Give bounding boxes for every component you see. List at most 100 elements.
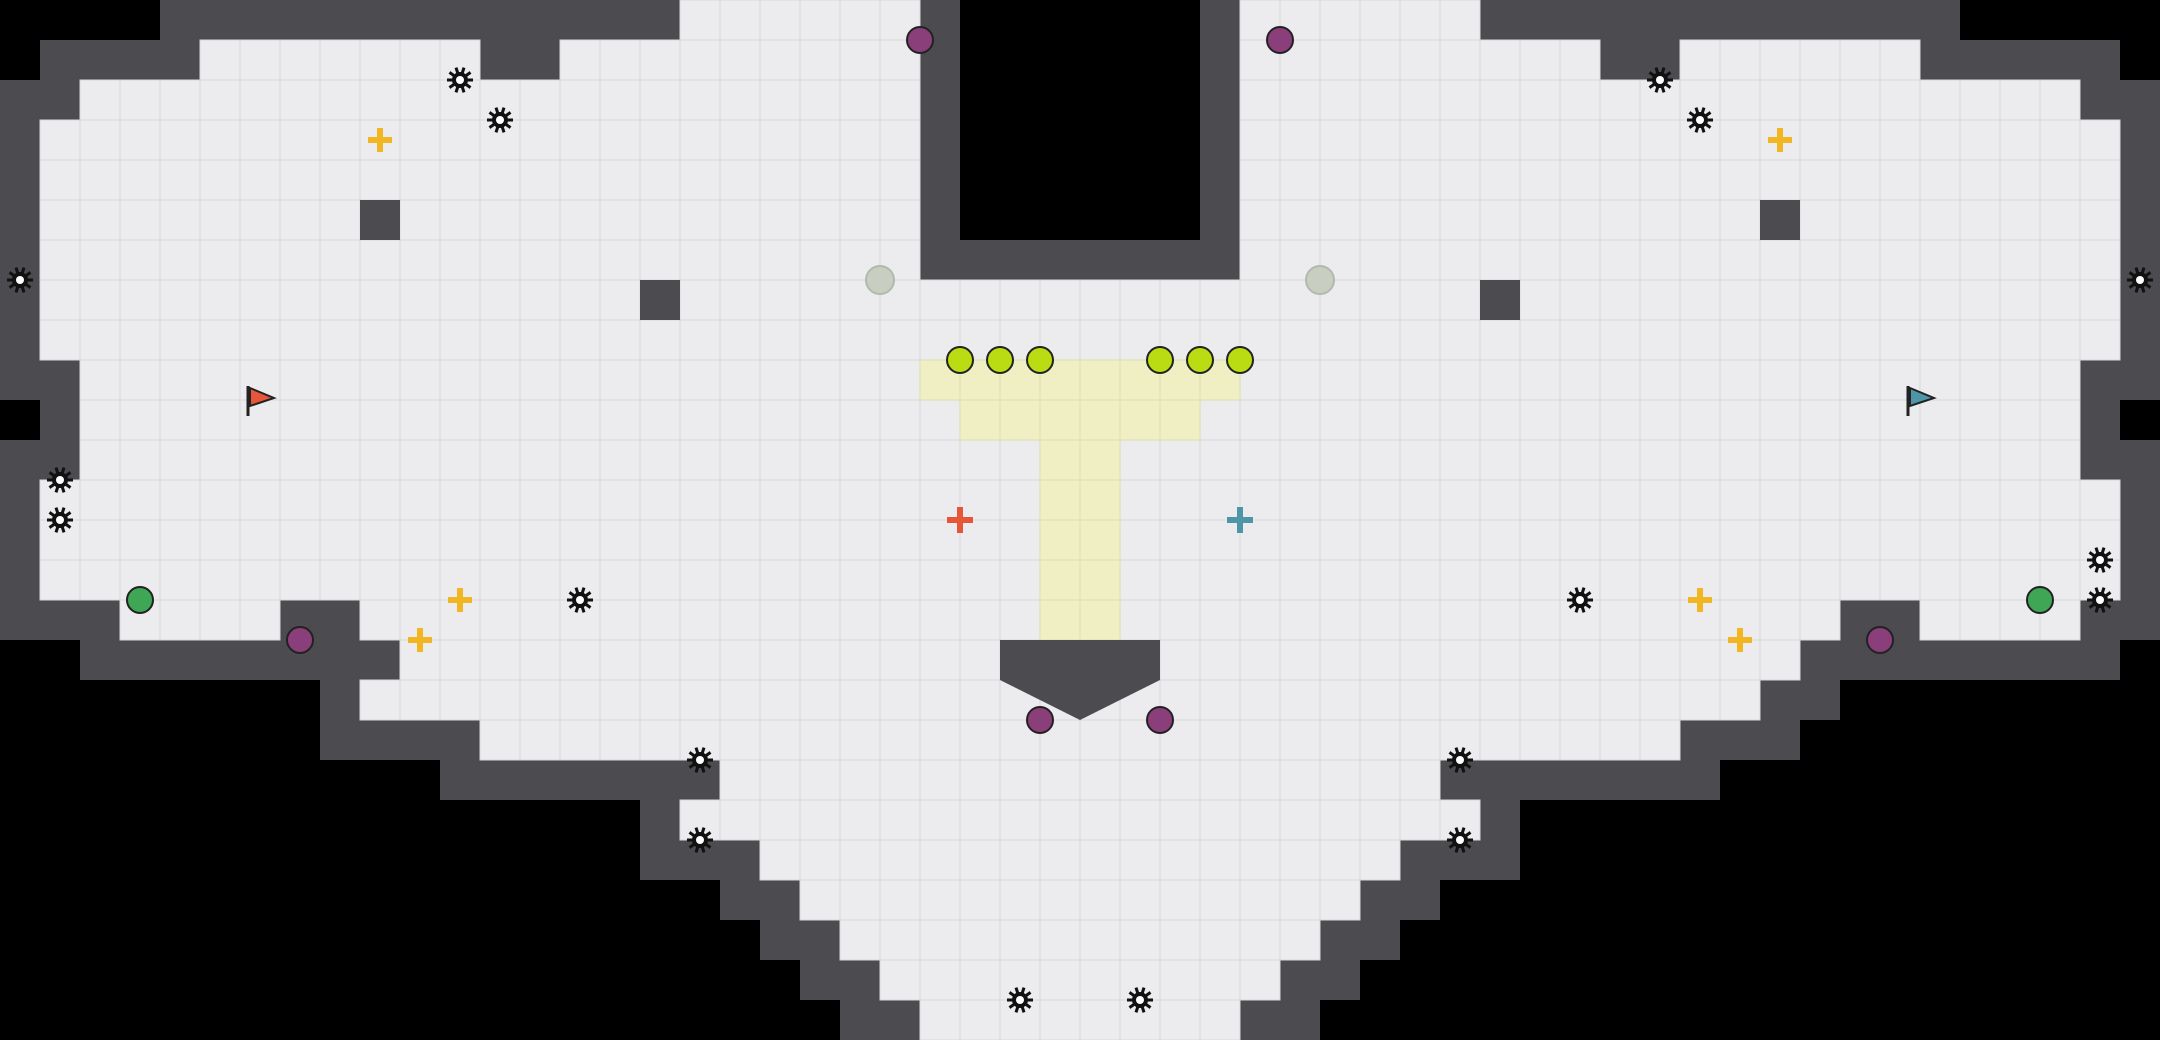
floor-tile: [719, 679, 761, 721]
floor-tile: [1479, 599, 1521, 641]
floor-tile: [919, 439, 961, 481]
goal-tile: [1119, 399, 1161, 441]
floor-tile: [959, 759, 1001, 801]
wall-tile: [2120, 520, 2160, 560]
wall-block: [1040, 640, 1080, 680]
floor-tile: [719, 439, 761, 481]
wall-tile: [640, 0, 680, 40]
floor-tile: [519, 399, 561, 441]
floor-tile: [879, 679, 921, 721]
floor-tile: [199, 239, 241, 281]
floor-tile: [999, 279, 1041, 321]
floor-tile: [719, 239, 761, 281]
floor-tile: [1519, 479, 1561, 521]
floor-tile: [1959, 279, 2001, 321]
floor-tile: [1559, 359, 1601, 401]
floor-tile: [199, 159, 241, 201]
floor-tile: [359, 359, 401, 401]
floor-tile: [359, 479, 401, 521]
floor-tile: [479, 279, 521, 321]
floor-tile: [2039, 399, 2081, 441]
floor-tile: [559, 239, 601, 281]
floor-tile: [999, 439, 1041, 481]
floor-tile: [1759, 519, 1801, 561]
wall-tile: [880, 1000, 920, 1040]
floor-tile: [519, 119, 561, 161]
floor-tile: [1159, 439, 1201, 481]
floor-tile: [1999, 479, 2041, 521]
floor-tile: [1839, 199, 1881, 241]
floor-tile: [1239, 279, 1281, 321]
floor-tile: [1519, 399, 1561, 441]
floor-tile: [319, 399, 361, 441]
floor-tile: [1719, 119, 1761, 161]
floor-tile: [1519, 39, 1561, 81]
wall-tile: [200, 640, 240, 680]
floor-tile: [2039, 199, 2081, 241]
floor-tile: [1319, 519, 1361, 561]
powerup-icon: [1026, 706, 1054, 734]
floor-tile: [119, 159, 161, 201]
blue-team-boost-icon: [1227, 507, 1253, 533]
goal-tile: [959, 399, 1001, 441]
floor-tile: [839, 519, 881, 561]
floor-tile: [559, 359, 601, 401]
floor-tile: [1279, 759, 1321, 801]
spike-center: [456, 76, 464, 84]
floor-tile: [1919, 79, 1961, 121]
floor-tile: [719, 159, 761, 201]
floor-tile: [719, 199, 761, 241]
floor-tile: [1799, 159, 1841, 201]
floor-tile: [159, 359, 201, 401]
floor-tile: [1119, 279, 1161, 321]
floor-tile: [2079, 479, 2121, 521]
floor-tile: [1919, 119, 1961, 161]
floor-tile: [159, 119, 201, 161]
floor-tile: [39, 119, 81, 161]
floor-tile: [1679, 359, 1721, 401]
floor-tile: [719, 519, 761, 561]
floor-tile: [319, 479, 361, 521]
floor-tile: [279, 399, 321, 441]
wall-tile: [720, 840, 760, 880]
wall-tile: [240, 0, 280, 40]
powerup-icon: [906, 26, 934, 54]
floor-tile: [1079, 879, 1121, 921]
wall-blocks: [360, 200, 1800, 720]
floor-tile: [799, 879, 841, 921]
floor-tile: [1119, 799, 1161, 841]
floor-tile: [1359, 479, 1401, 521]
floor-tile: [759, 79, 801, 121]
floor-tile: [479, 319, 521, 361]
floor-tile: [319, 439, 361, 481]
floor-tile: [999, 519, 1041, 561]
floor-tile: [799, 479, 841, 521]
floor-tile: [639, 319, 681, 361]
floor-tile: [279, 479, 321, 521]
floor-tile: [439, 479, 481, 521]
floor-tile: [919, 279, 961, 321]
floor-tile: [1279, 839, 1321, 881]
floor-tile: [679, 239, 721, 281]
floor-tile: [719, 119, 761, 161]
floor-tile: [1519, 319, 1561, 361]
floor-tile: [1199, 839, 1241, 881]
red-flag-icon: [246, 386, 277, 416]
floor-tile: [1359, 799, 1401, 841]
floor-tile: [199, 79, 241, 121]
wall-tile: [400, 720, 440, 760]
floor-tile: [879, 399, 921, 441]
floor-tile: [879, 959, 921, 1001]
floor-tile: [479, 439, 521, 481]
boost-icon: [1768, 128, 1792, 152]
floor-tile: [239, 399, 281, 441]
floor-tile: [1319, 879, 1361, 921]
floor-tile: [399, 519, 441, 561]
floor-tile: [639, 719, 681, 761]
floor-tile: [1319, 0, 1361, 41]
floor-tile: [679, 439, 721, 481]
wall-tile: [1360, 920, 1400, 960]
wall-tile: [2120, 320, 2160, 360]
floor-tile: [999, 799, 1041, 841]
floor-tile: [2039, 119, 2081, 161]
